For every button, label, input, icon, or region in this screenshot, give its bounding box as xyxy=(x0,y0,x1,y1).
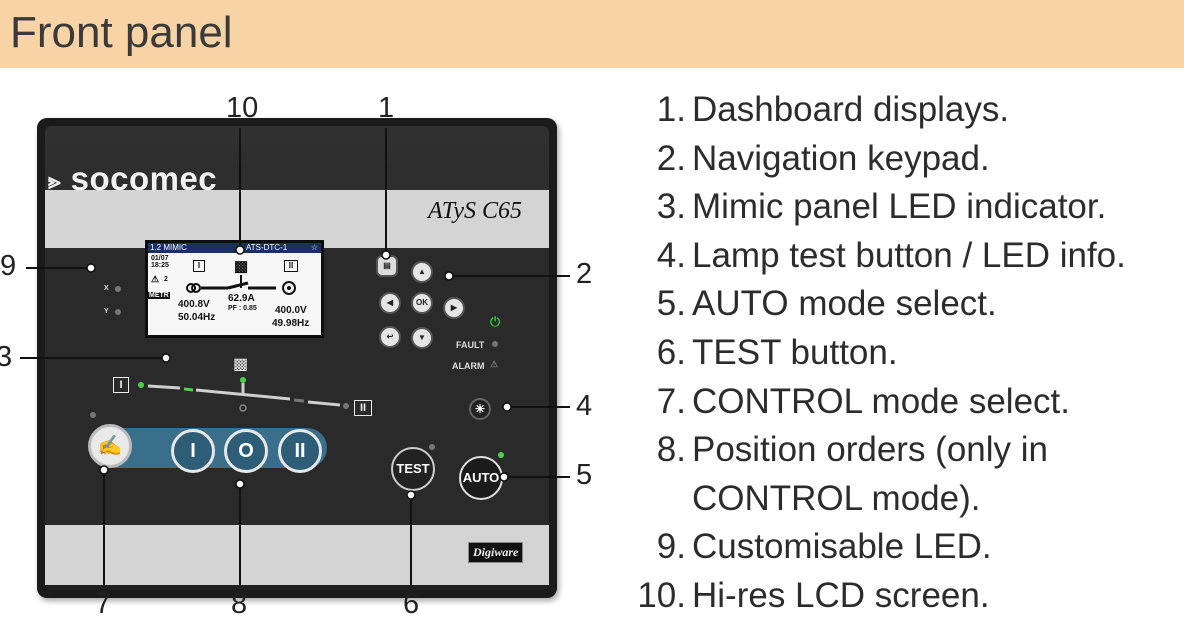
page-title: Front panel xyxy=(10,8,233,57)
dashboard-icon: ▤ xyxy=(383,261,391,270)
brand-logo: ⪢ socomec xyxy=(48,160,218,197)
power-icon: ⏻ xyxy=(490,314,501,329)
customisable-led xyxy=(88,266,94,272)
grey-band-top xyxy=(45,190,549,248)
alarm-icon: ⚠ xyxy=(490,359,499,369)
led-y xyxy=(115,309,121,315)
callout-8: 8 xyxy=(231,588,248,620)
model-label: ATyS C65 xyxy=(428,198,522,224)
callout-9: 9 xyxy=(0,250,17,282)
hand-icon: ✍ xyxy=(97,435,123,457)
header-bar: Front panel xyxy=(0,0,1184,68)
warning-icon: ⚠ xyxy=(151,274,160,284)
legend-list: 1.Dashboard displays. 2.Navigation keypa… xyxy=(620,88,1126,623)
control-led xyxy=(90,412,96,418)
ok-button[interactable]: OK xyxy=(411,292,433,314)
back-button[interactable]: ↩ xyxy=(379,326,401,348)
lcd-mimic-line xyxy=(186,275,296,295)
back-arrow-icon: ↩ xyxy=(386,332,394,341)
grey-band-bottom xyxy=(45,525,549,585)
lcd-header: 1.2 MIMIC ATS-DTC-1 ☆ xyxy=(148,243,321,253)
callout-1: 1 xyxy=(378,92,395,124)
nav-right-button[interactable]: ▶ xyxy=(443,297,465,319)
arrow-left-icon: ◀ xyxy=(386,298,394,307)
legend-item: 5.AUTO mode select. xyxy=(656,284,997,324)
test-led xyxy=(429,444,435,450)
callout-5: 5 xyxy=(576,459,593,491)
mimic-load-icon: ▩ xyxy=(233,356,249,373)
callout-10: 10 xyxy=(226,92,259,124)
legend-item: 4.Lamp test button / LED info. xyxy=(656,235,1126,275)
legend-item: 10.Hi-res LCD screen. xyxy=(637,575,990,615)
callout-4: 4 xyxy=(576,390,593,422)
digiware-badge: Digiware xyxy=(468,542,524,563)
test-button[interactable]: TEST xyxy=(391,447,435,491)
socomec-arrows-icon: ⪢ xyxy=(48,168,61,194)
fault-led xyxy=(492,341,498,347)
control-mode-button[interactable]: ✍ xyxy=(88,424,132,468)
lcd-screen: 1.2 MIMIC ATS-DTC-1 ☆ 01/07 18:25 ⚠ 2 ME… xyxy=(145,240,324,338)
auto-button[interactable]: AUTO xyxy=(459,456,503,500)
legend-item: 1.Dashboard displays. xyxy=(656,90,1010,129)
lcd-source-ii-icon: II xyxy=(284,260,298,272)
lcd-source-i-icon: I xyxy=(193,260,205,272)
legend-item: 8.Position orders (only in xyxy=(656,430,1048,470)
nav-left-button[interactable]: ◀ xyxy=(379,292,401,314)
callout-3: 3 xyxy=(0,341,13,373)
mimic-source-i: I xyxy=(113,377,129,393)
callout-7: 7 xyxy=(95,588,112,620)
dashboard-button[interactable]: ▤ xyxy=(376,255,398,277)
legend-item-continued: CONTROL mode). xyxy=(692,478,981,518)
legend-item: 3.Mimic panel LED indicator. xyxy=(656,187,1107,227)
legend-item: 9.Customisable LED. xyxy=(656,527,992,567)
sun-icon: ☀ xyxy=(474,402,486,416)
factory-icon: ▩ xyxy=(234,258,249,275)
legend-item: 7.CONTROL mode select. xyxy=(656,381,1070,421)
auto-led xyxy=(498,452,504,458)
lamp-test-button[interactable]: ☀ xyxy=(469,398,491,420)
arrow-right-icon: ▶ xyxy=(450,303,458,312)
arrow-up-icon: ▲ xyxy=(418,267,426,276)
arrow-down-icon: ▼ xyxy=(418,333,426,342)
callout-6: 6 xyxy=(403,588,420,620)
nav-up-button[interactable]: ▲ xyxy=(411,261,433,283)
position-i-button[interactable]: I xyxy=(171,429,215,473)
led-x xyxy=(115,286,121,292)
position-0-button[interactable]: O xyxy=(224,429,268,473)
legend-item: 2.Navigation keypad. xyxy=(656,138,990,178)
callout-2: 2 xyxy=(576,258,593,290)
star-icon: ☆ xyxy=(310,243,318,252)
legend-item: 6.TEST button. xyxy=(656,332,898,372)
nav-down-button[interactable]: ▼ xyxy=(411,327,433,349)
position-ii-button[interactable]: II xyxy=(278,429,322,473)
mimic-source-ii: II xyxy=(354,400,372,416)
